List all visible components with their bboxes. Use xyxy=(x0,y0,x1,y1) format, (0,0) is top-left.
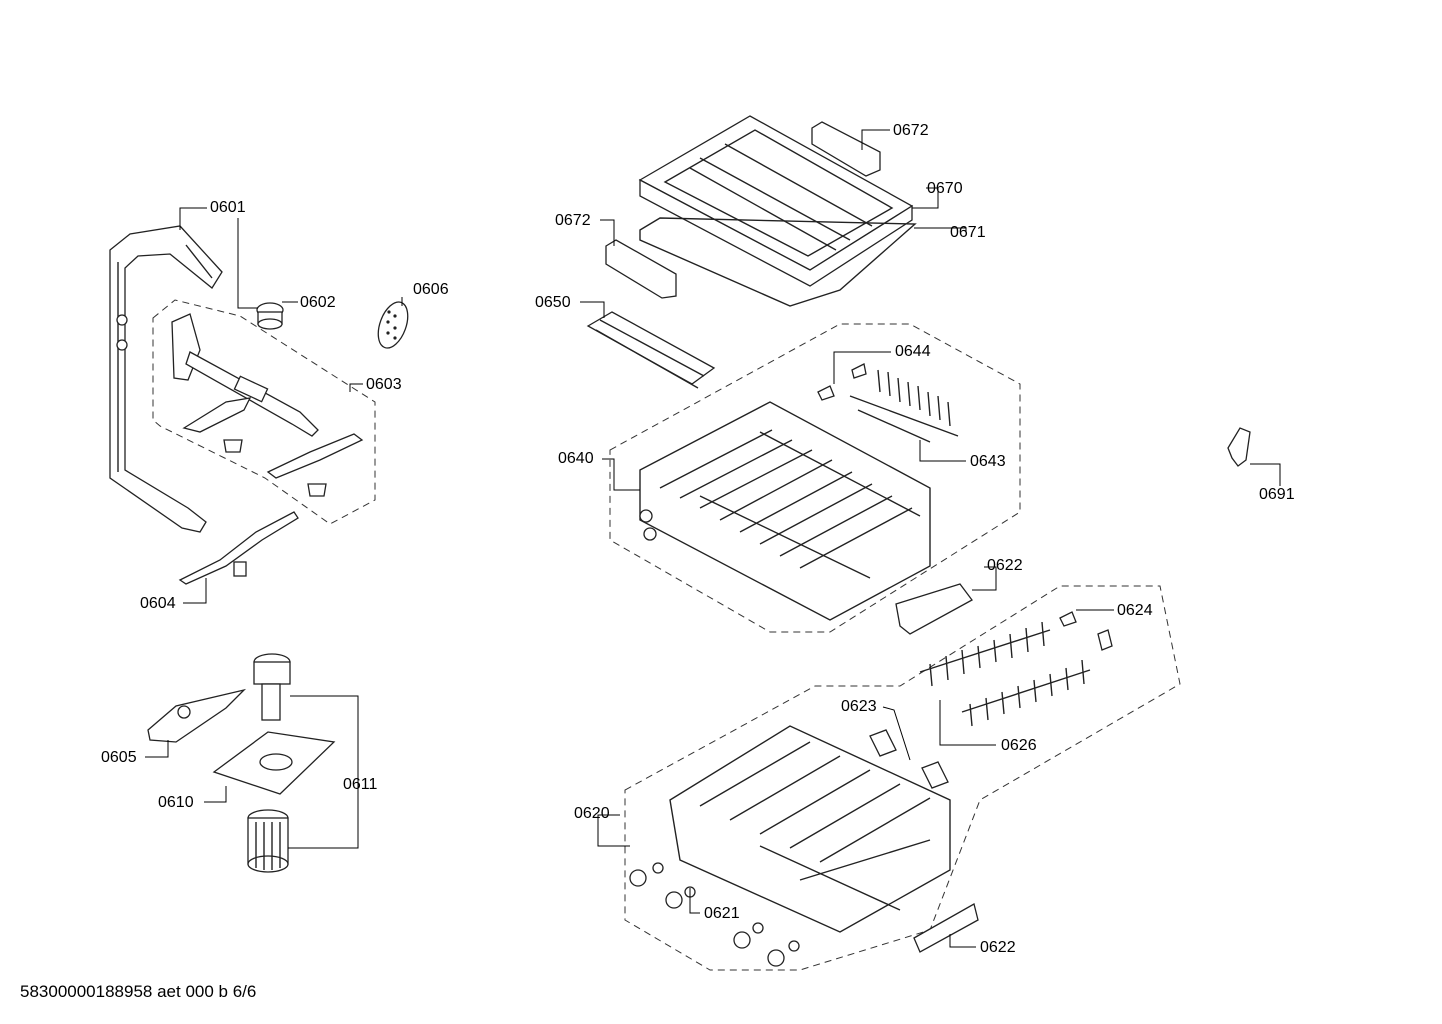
callout-0622-lower: 0622 xyxy=(980,939,1016,956)
callout-0691: 0691 xyxy=(1259,486,1295,503)
callout-0650: 0650 xyxy=(535,294,571,311)
upper-basket xyxy=(639,401,931,621)
callout-0621: 0621 xyxy=(704,905,740,922)
callout-0640: 0640 xyxy=(558,450,594,467)
cutlery-tray xyxy=(638,115,914,287)
pipe-connector xyxy=(256,302,284,330)
callout-0672-upper: 0672 xyxy=(893,122,929,139)
callout-0602: 0602 xyxy=(300,294,336,311)
callout-0670: 0670 xyxy=(927,180,963,197)
basket-handle-upper xyxy=(895,583,973,635)
lower-basket xyxy=(669,725,951,933)
side-hook xyxy=(1227,427,1251,467)
callout-0624: 0624 xyxy=(1117,602,1153,619)
basket-handle-lower xyxy=(913,903,979,953)
callout-0620: 0620 xyxy=(574,805,610,822)
leader-lines xyxy=(145,129,1281,948)
callout-0604: 0604 xyxy=(140,595,176,612)
drawing-reference: 58300000188958 aet 000 b 6/6 xyxy=(20,982,257,1001)
callout-0603: 0603 xyxy=(366,376,402,393)
callout-0626: 0626 xyxy=(1001,737,1037,754)
filter-cover xyxy=(147,688,247,743)
knife-shelf xyxy=(586,311,716,389)
callout-0601: 0601 xyxy=(210,199,246,216)
spray-supply-pipe xyxy=(109,225,223,533)
callout-0623: 0623 xyxy=(841,698,877,715)
tray-end-clip-left xyxy=(605,239,677,299)
micro-filter-cylinder xyxy=(247,809,289,873)
cup-rack-clips xyxy=(817,363,867,401)
fold-down-rack-lower xyxy=(919,621,1091,727)
callout-0643: 0643 xyxy=(970,453,1006,470)
coarse-filter xyxy=(253,653,291,721)
lower-basket-kit-outline xyxy=(624,585,1181,971)
callout-0671: 0671 xyxy=(950,224,986,241)
callout-0610: 0610 xyxy=(158,794,194,811)
tray-end-clip-upper xyxy=(811,121,881,177)
rack-clips-lower xyxy=(1059,611,1113,651)
callout-0672-left: 0672 xyxy=(555,212,591,229)
tray-rail-frame xyxy=(639,217,917,307)
callout-0644: 0644 xyxy=(895,343,931,360)
upper-spray-arm-assembly xyxy=(171,313,364,497)
fold-down-rack-upper xyxy=(849,369,959,443)
spray-arm-kit-outline xyxy=(152,299,376,525)
callout-0605: 0605 xyxy=(101,749,137,766)
callout-0611: 0611 xyxy=(343,776,378,793)
fine-filter-plate xyxy=(212,731,336,795)
filter-disc xyxy=(377,301,409,349)
callout-0622-upper: 0622 xyxy=(987,557,1023,574)
basket-wheels xyxy=(629,862,800,967)
rail-guides xyxy=(869,729,949,789)
lower-spray-arm xyxy=(178,511,299,585)
callout-0606: 0606 xyxy=(413,281,449,298)
